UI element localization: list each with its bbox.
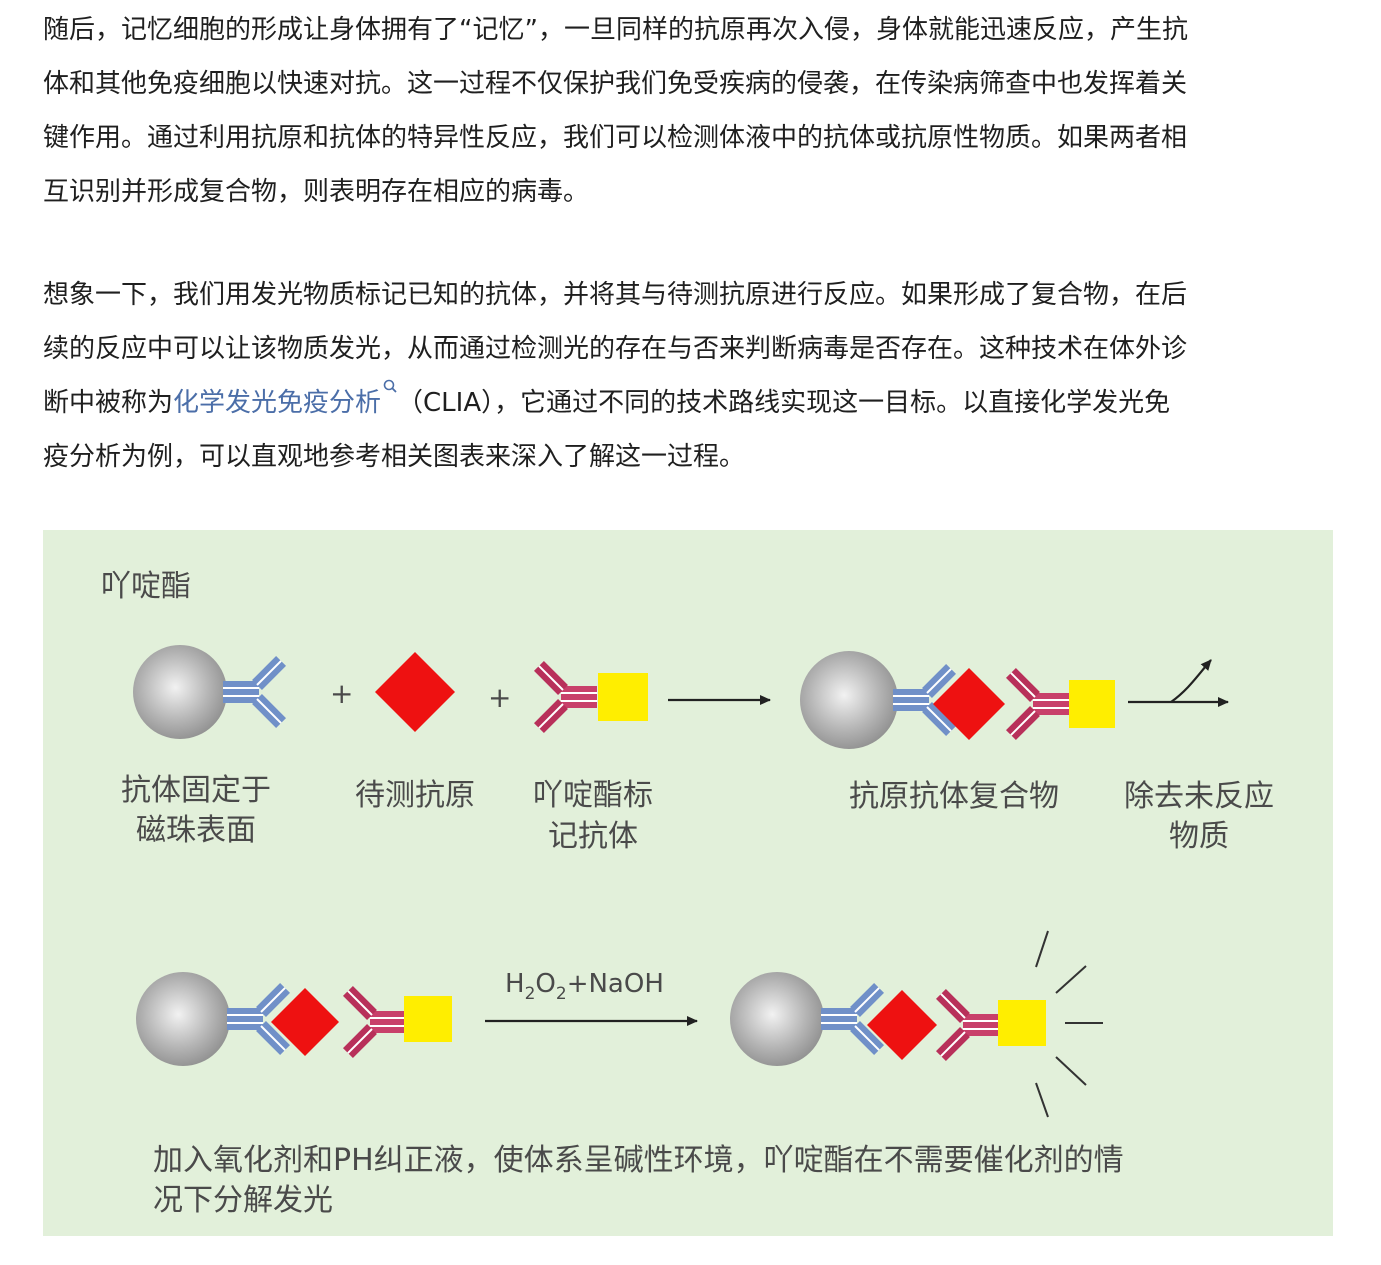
acridinium-label — [998, 1000, 1046, 1046]
paragraph-line: 键作用。通过利用抗原和抗体的特异性反应，我们可以检测体液中的抗体或抗原性物质。如… — [43, 123, 1188, 153]
label-labeled-antibody: 记抗体 — [548, 819, 638, 854]
antigen — [271, 988, 339, 1056]
label-antigen: 待测抗原 — [355, 778, 475, 813]
paragraph-line: 断中被称为化学发光免疫分析 （CLIA），它通过不同的技术路线实现这一目标。以直接… — [43, 376, 1333, 430]
reagent-label: H2O2+NaOH — [505, 969, 664, 1004]
labeled-antibody — [533, 660, 648, 734]
label-remove: 物质 — [1169, 819, 1229, 854]
label-bead-antibody: 磁珠表面 — [136, 813, 256, 848]
detection-antibody — [1005, 667, 1070, 741]
detection-antibody — [342, 985, 407, 1059]
magnetic-bead — [133, 645, 227, 739]
figure-title: 吖啶酯 — [101, 569, 191, 604]
antigen — [867, 990, 937, 1060]
text-segment: 断中被称为 — [43, 388, 174, 418]
text-segment: （CLIA），它通过不同的技术路线实现这一目标。以直接化学发光免 — [397, 388, 1171, 418]
label-bead-antibody: 抗体固定于 — [121, 773, 271, 808]
light-ray — [1035, 930, 1049, 968]
acridinium-label — [598, 673, 648, 721]
paragraph-line: 疫分析为例，可以直观地参考相关图表来深入了解这一过程。 — [43, 442, 746, 472]
light-ray — [1035, 1082, 1049, 1118]
plus-sign: + — [488, 681, 511, 714]
capture-antibody — [222, 655, 287, 729]
label-remove: 除去未反应 — [1124, 779, 1274, 814]
acridinium-label — [1069, 680, 1115, 728]
light-emission-rays — [1035, 930, 1103, 1118]
paragraph-line: 体和其他免疫细胞以快速对抗。这一过程不仅保护我们免受疾病的侵袭，在传染病筛查中也… — [43, 69, 1188, 99]
antigen — [375, 652, 455, 732]
immune-complex-before — [136, 972, 452, 1066]
figure-caption: 加入氧化剂和PH纠正液，使体系呈碱性环境，吖啶酯在不需要催化剂的情 — [153, 1143, 1124, 1178]
immune-complex-glowing — [730, 972, 1046, 1066]
magnetic-bead — [800, 651, 898, 749]
light-ray — [1055, 1056, 1087, 1086]
clia-diagram: 吖啶酯 + + 抗体固定于 磁珠表面 待测抗原 吖啶酯标 记抗体 抗原抗体复合物 — [43, 530, 1333, 1236]
search-icon[interactable] — [383, 379, 397, 397]
plus-sign: + — [330, 677, 353, 710]
immune-complex — [800, 651, 1115, 749]
paragraph-line: 续的反应中可以让该物质发光，从而通过检测光的存在与否来判断病毒是否存在。这种技术… — [43, 334, 1188, 364]
magnetic-bead — [730, 972, 824, 1066]
diagram-canvas: 吖啶酯 + + 抗体固定于 磁珠表面 待测抗原 吖啶酯标 记抗体 抗原抗体复合物 — [101, 569, 1274, 1218]
paragraph-line: 互识别并形成复合物，则表明存在相应的病毒。 — [43, 177, 590, 207]
paragraph-line: 想象一下，我们用发光物质标记已知的抗体，并将其与待测抗原进行反应。如果形成了复合… — [43, 280, 1188, 310]
antigen — [933, 668, 1005, 740]
detection-antibody — [533, 660, 598, 734]
acridinium-label — [404, 996, 452, 1042]
figure-caption: 况下分解发光 — [153, 1183, 333, 1218]
paragraph-line: 随后，记忆细胞的形成让身体拥有了“记忆”，一旦同样的抗原再次入侵，身体就能迅速反… — [43, 15, 1188, 45]
detection-antibody — [935, 988, 1000, 1062]
remove-arrow — [1170, 659, 1212, 703]
antibody-bead — [133, 645, 287, 739]
magnetic-bead — [136, 972, 230, 1066]
label-labeled-antibody: 吖啶酯标 — [533, 778, 653, 813]
light-ray — [1055, 965, 1087, 994]
label-complex: 抗原抗体复合物 — [849, 779, 1059, 814]
paragraph-clia: 想象一下，我们用发光物质标记已知的抗体，并将其与待测抗原进行反应。如果形成了复合… — [43, 268, 1333, 484]
clia-link[interactable]: 化学发光免疫分析 — [173, 388, 382, 418]
paragraph-memory-cells: 随后，记忆细胞的形成让身体拥有了“记忆”，一旦同样的抗原再次入侵，身体就能迅速反… — [43, 3, 1333, 219]
